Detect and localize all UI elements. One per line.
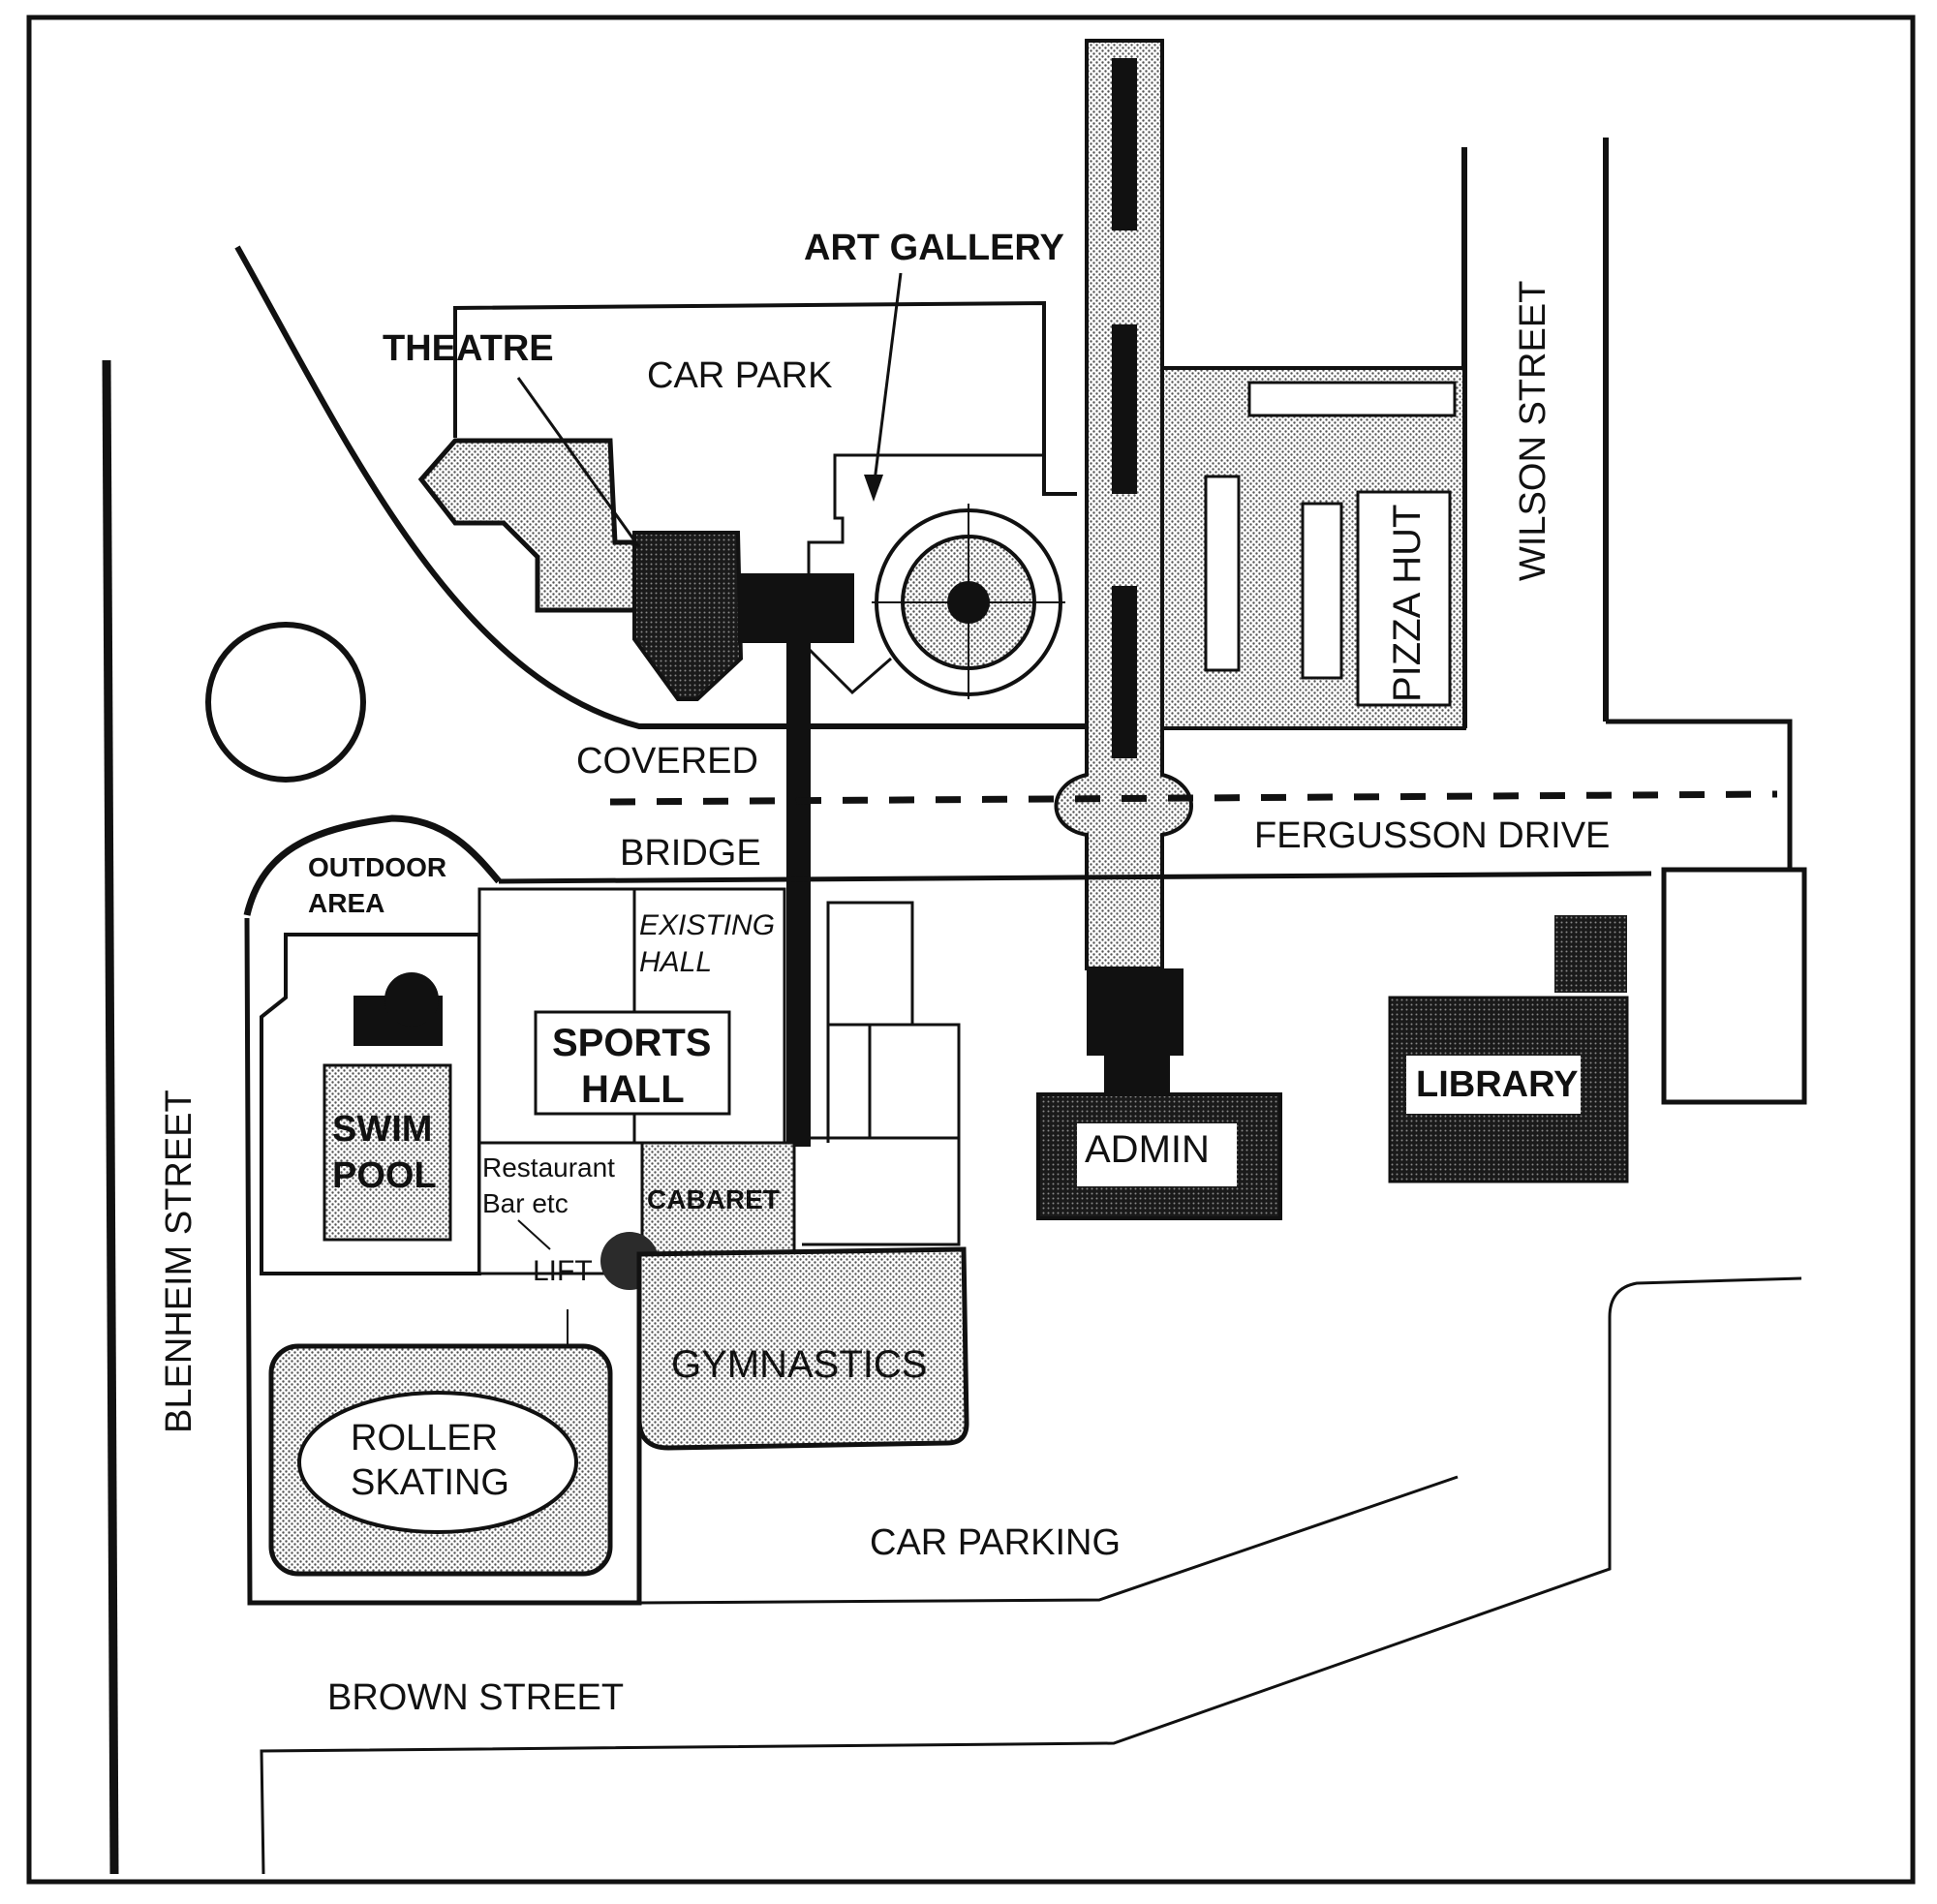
covered-label: COVERED — [576, 741, 758, 782]
restaurant-label-2: Bar etc — [482, 1188, 569, 1218]
outdoor-area-label-1: OUTDOOR — [308, 852, 446, 882]
car-park-label: CAR PARK — [647, 355, 832, 396]
sports-hall-label-2: HALL — [581, 1068, 685, 1111]
parking-bays-top — [1247, 381, 1457, 417]
east-building — [1661, 867, 1807, 1105]
roundabout — [205, 622, 366, 783]
blenheim-street-label: BLENHEIM STREET — [159, 1090, 200, 1433]
covered-walkway — [786, 643, 811, 1147]
annex-outline — [802, 901, 961, 1246]
gymnastics-building — [636, 1246, 969, 1451]
restaurant-label-1: Restaurant — [482, 1152, 615, 1182]
map-frame — [26, 15, 1916, 1885]
lift-label: LIFT — [533, 1255, 593, 1287]
existing-hall-label-2: HALL — [639, 946, 712, 978]
library-label: LIBRARY — [1416, 1064, 1578, 1105]
art-gallery-outline — [807, 453, 1046, 695]
swim-pool — [323, 1063, 452, 1242]
car-park-outline — [453, 300, 1077, 496]
pizza-hut-building — [1356, 490, 1452, 707]
admin-label: ADMIN — [1085, 1128, 1210, 1171]
theatre-pointer — [516, 377, 641, 548]
sports-hall-label-1: SPORTS — [552, 1022, 711, 1064]
cabaret-label: CABARET — [647, 1184, 780, 1214]
blenheim-street-line — [102, 359, 119, 1875]
sports-hall-box — [534, 1010, 731, 1116]
art-gallery-label: ART GALLERY — [804, 228, 1064, 268]
fergusson-drive-edge — [498, 871, 1652, 884]
walkway-bar-1 — [1112, 58, 1137, 230]
bridge-label: BRIDGE — [620, 833, 761, 874]
wilson-street-label: WILSON STREET — [1513, 281, 1553, 581]
car-parking-label: CAR PARKING — [870, 1522, 1121, 1563]
roller-skating-rink — [297, 1391, 578, 1534]
swim-pool-dome — [384, 972, 439, 1027]
gymnastics-label: GYMNASTICS — [671, 1343, 927, 1386]
art-gallery-arrow — [872, 272, 903, 490]
admin-link — [1087, 968, 1184, 1056]
existing-hall-label-1: EXISTING — [639, 909, 775, 941]
theatre-label: THEATRE — [383, 328, 554, 369]
admin-neck — [1104, 1056, 1170, 1094]
roller-skating-label-2: SKATING — [351, 1462, 509, 1503]
wilson-corner — [1606, 719, 1793, 876]
car-parking-right-edge — [260, 1276, 1802, 1875]
fergusson-dashed-line — [609, 790, 1778, 806]
lift-pointer — [517, 1219, 551, 1250]
walkway-bar-3 — [1112, 586, 1137, 758]
outdoor-area-outline — [243, 814, 502, 916]
art-gallery-arrowhead — [864, 475, 883, 502]
parking-bays-left — [1204, 475, 1241, 672]
theatre-connector — [738, 573, 854, 643]
swim-pool-label-1: SWIM — [332, 1109, 432, 1150]
library-label-box — [1406, 1056, 1581, 1114]
cabaret-block — [640, 1141, 796, 1256]
curved-road — [234, 245, 1123, 729]
brown-street-label: BROWN STREET — [327, 1677, 624, 1718]
car-parking-upper-edge — [638, 1475, 1459, 1605]
fergusson-drive-label: FERGUSSON DRIVE — [1254, 815, 1610, 856]
walkway-bar-2 — [1112, 324, 1137, 494]
admin-label-box — [1077, 1123, 1237, 1186]
library-annex — [1554, 915, 1627, 993]
swim-pool-label-2: POOL — [332, 1155, 437, 1196]
theatre-stage — [632, 531, 744, 701]
theatre-building — [417, 438, 647, 613]
roller-skating-label-1: ROLLER — [351, 1418, 498, 1459]
pizza-hut-label: PIZZA HUT — [1386, 505, 1429, 702]
parking-bays-mid — [1301, 502, 1343, 680]
outdoor-area-label-2: AREA — [308, 888, 384, 918]
art-gallery-centre — [947, 581, 990, 624]
